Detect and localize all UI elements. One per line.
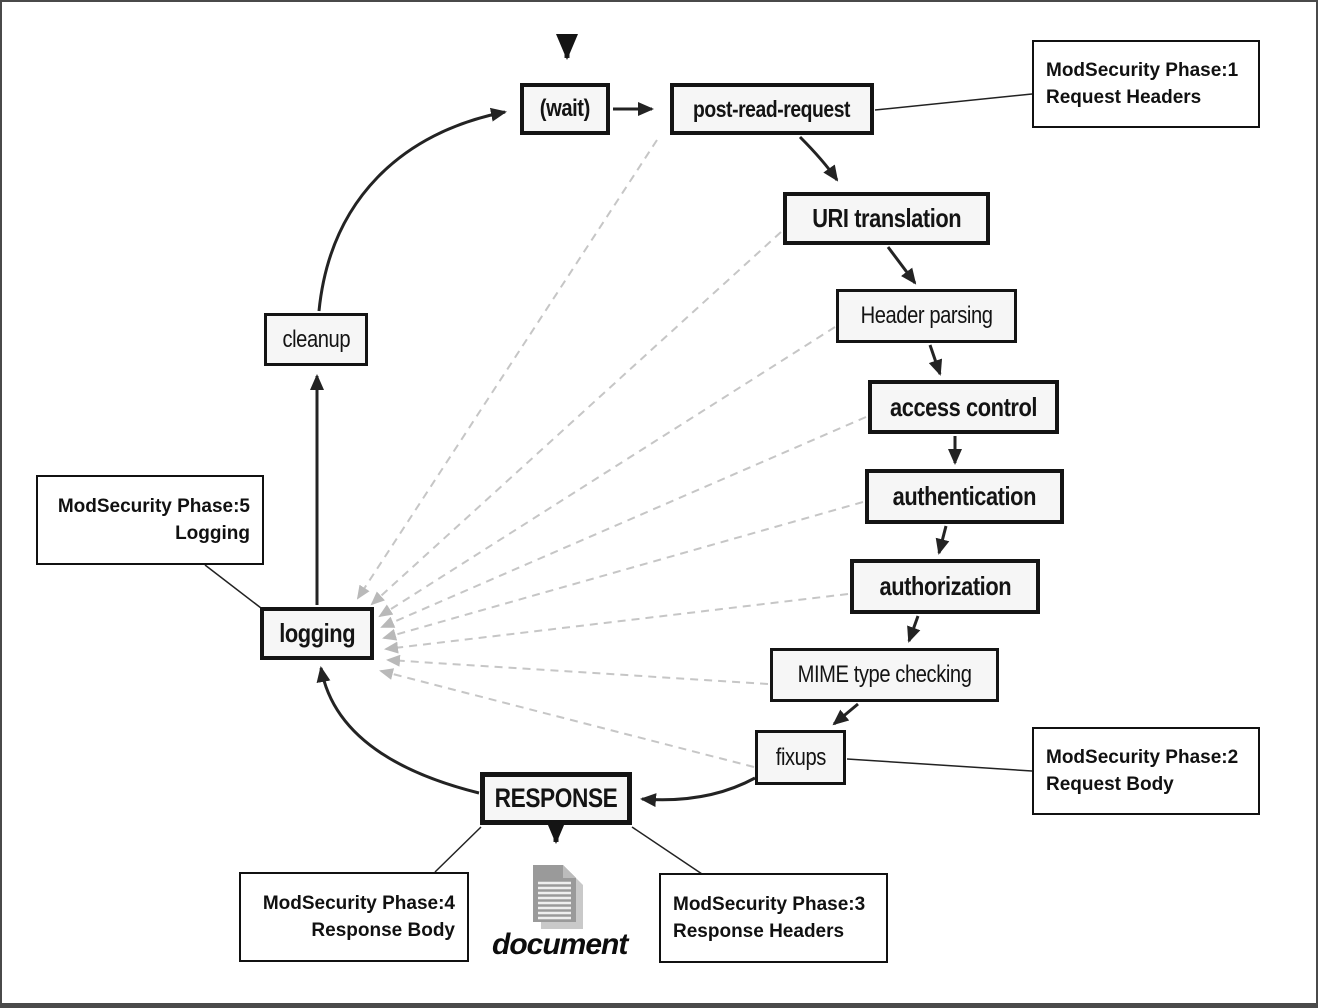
dashed-arrow-access-control-to-logging (380, 416, 867, 628)
callout-phase5-subtitle: Logging (175, 523, 250, 544)
document-page-icon (533, 865, 583, 929)
dashed-arrow-mime-type-checking-to-logging (386, 654, 769, 685)
node-fixups: fixups (755, 730, 846, 785)
dashed-arrow-post-read-request-to-logging (356, 139, 658, 600)
node-mime-type-checking-label: MIME type checking (797, 661, 972, 688)
node-response-label: RESPONSE (494, 783, 618, 813)
callout-line-fixups-to-phase2 (846, 758, 1033, 772)
node-authorization-label: authorization (879, 571, 1011, 601)
flow-arrow-cleanup-to-wait (317, 107, 507, 312)
node-uri-translation-label: URI translation (811, 203, 962, 233)
callout-phase2-subtitle: Request Body (1046, 774, 1174, 795)
node-logging: logging (260, 607, 374, 660)
node-fixups-label: fixups (775, 743, 826, 771)
node-wait-label: (wait) (539, 95, 591, 122)
node-response: RESPONSE (480, 772, 632, 825)
callout-line-phase5-to-logging (204, 564, 262, 609)
node-logging-label: logging (279, 618, 355, 648)
callout-modsecurity-phase3: ModSecurity Phase:3 Response Headers (659, 873, 888, 963)
callout-line-response-to-phase3 (631, 826, 703, 875)
dashed-arrow-uri-translation-to-logging (370, 231, 782, 606)
dashed-arrow-header-parsing-to-logging (378, 326, 836, 618)
callout-phase1-title: ModSecurity Phase:1 (1046, 60, 1239, 81)
node-access-control: access control (868, 380, 1059, 434)
flow-arrow-fixups-to-response (640, 776, 756, 808)
callout-phase2-title: ModSecurity Phase:2 (1046, 747, 1239, 768)
node-authorization: authorization (850, 559, 1040, 614)
node-cleanup-label: cleanup (282, 325, 350, 353)
callout-modsecurity-phase4: ModSecurity Phase:4 Response Body (239, 872, 469, 962)
dashed-arrow-authorization-to-logging (384, 593, 849, 654)
node-cleanup: cleanup (264, 313, 368, 366)
node-header-parsing-label: Header parsing (860, 302, 993, 329)
callout-phase3-subtitle: Response Headers (673, 921, 845, 942)
node-header-parsing: Header parsing (836, 289, 1017, 343)
node-mime-type-checking: MIME type checking (770, 648, 999, 702)
flow-arrow-authentication-to-authorization (935, 525, 950, 555)
callout-phase4-title: ModSecurity Phase:4 (262, 893, 455, 914)
node-uri-translation: URI translation (783, 192, 990, 245)
callout-modsecurity-phase2: ModSecurity Phase:2 Request Body (1032, 727, 1260, 815)
callout-modsecurity-phase1: ModSecurity Phase:1 Request Headers (1032, 40, 1260, 128)
dashed-arrow-fixups-to-logging (379, 668, 755, 768)
callout-line-response-to-phase4 (434, 826, 482, 873)
node-post-read-request-label: post-read-request (693, 95, 851, 122)
node-authentication-label: authentication (892, 481, 1037, 511)
callout-phase1-subtitle: Request Headers (1046, 87, 1202, 108)
callout-phase3-title: ModSecurity Phase:3 (673, 894, 866, 915)
flow-arrow-post-read-request-to-uri-translation (798, 135, 839, 182)
flow-arrow-response-to-logging (316, 666, 480, 795)
flow-arrow-mime-type-checking-to-fixups (832, 702, 859, 726)
node-wait: (wait) (520, 83, 610, 135)
flow-arrow-header-parsing-to-access-control (928, 344, 943, 376)
node-access-control-label: access control (889, 391, 1038, 422)
document-label: document (492, 928, 628, 961)
dashed-arrow-authentication-to-logging (382, 501, 864, 641)
node-post-read-request: post-read-request (670, 83, 874, 135)
flow-arrow-authorization-to-mime-type-checking (907, 615, 921, 643)
callout-modsecurity-phase5: ModSecurity Phase:5 Logging (36, 475, 264, 565)
callout-phase4-subtitle: Response Body (311, 920, 455, 941)
callout-line-post-read-request-to-phase1 (874, 93, 1033, 111)
callout-phase5-title: ModSecurity Phase:5 (57, 496, 250, 517)
node-authentication: authentication (865, 469, 1064, 524)
flow-arrow-uri-translation-to-header-parsing (886, 246, 917, 285)
